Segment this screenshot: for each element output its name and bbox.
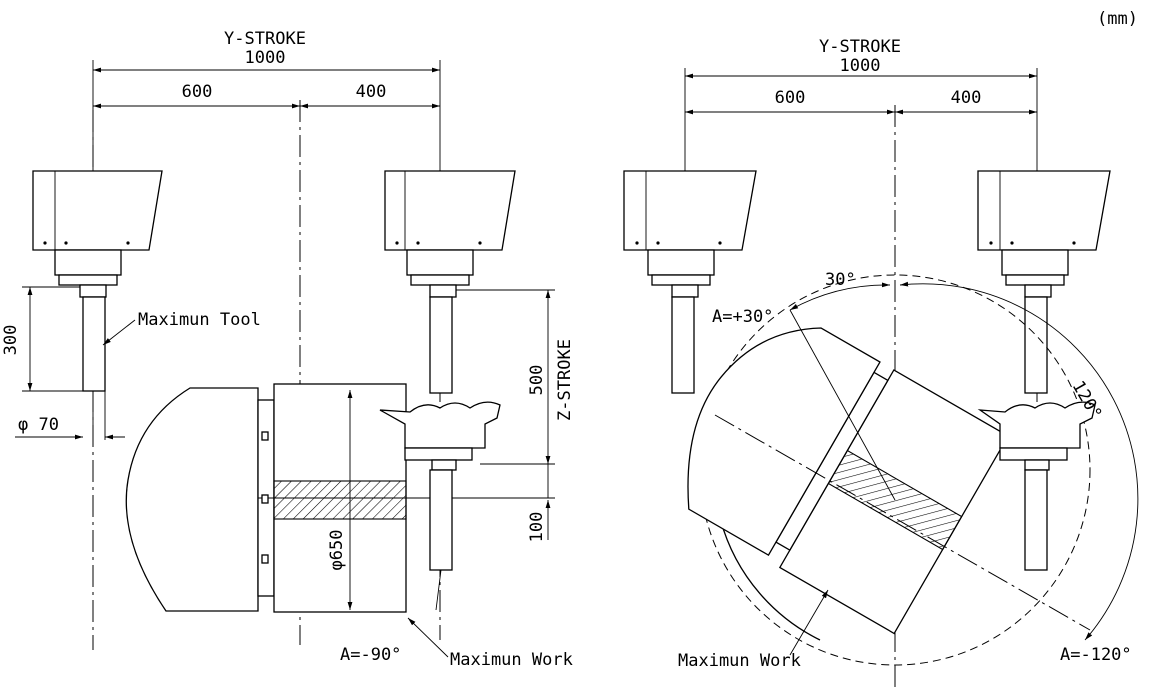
left-work-label: Maximun Work <box>450 650 573 670</box>
right-work-label: Maximun Work <box>678 651 801 671</box>
left-angle-label: A=-90° <box>340 645 401 665</box>
right-arc-30 <box>789 282 891 311</box>
right-arc-120 <box>899 281 1139 641</box>
right-y-stroke-total: 1000 <box>840 56 881 76</box>
right-spindle-head-2 <box>977 170 1111 394</box>
left-y-stroke-total: 1000 <box>245 48 286 68</box>
right-rotated-work <box>687 327 1010 635</box>
tool-label: Maximun Tool <box>138 310 261 330</box>
right-angle-neg-label: A=-120° <box>1060 645 1132 665</box>
work-diameter-label: φ650 <box>327 530 347 571</box>
z-stroke-value: 500 <box>527 365 547 396</box>
left-y-segment-400: 400 <box>356 82 387 102</box>
left-view: Y-STROKE 1000 600 400 <box>1 29 575 670</box>
left-tool-1 <box>82 296 106 392</box>
right-y-segment-400: 400 <box>951 88 982 108</box>
left-tool-2 <box>429 296 453 394</box>
left-spindle-head-2 <box>384 170 516 298</box>
right-y-segment-600: 600 <box>775 88 806 108</box>
left-y-segment-600: 600 <box>182 82 213 102</box>
right-axis-plus30 <box>789 309 896 501</box>
right-y-stroke-title: Y-STROKE <box>819 37 901 57</box>
tool-length-label: 300 <box>1 325 21 356</box>
right-angle-pos-label: A=+30° <box>712 307 773 327</box>
z-stroke-title: Z-STROKE <box>555 339 575 421</box>
left-rotary-table <box>125 383 455 613</box>
unit-label: (mm) <box>1097 9 1138 29</box>
left-spindle-head-1 <box>32 170 163 298</box>
right-work-fixture <box>977 401 1096 571</box>
left-work-fixture <box>379 401 501 611</box>
right-spindle-head-1 <box>623 170 757 394</box>
right-y-stroke-dimension: Y-STROKE 1000 600 400 <box>684 37 1038 180</box>
left-y-stroke-title: Y-STROKE <box>224 29 306 49</box>
right-view: Y-STROKE 1000 600 400 <box>623 37 1139 690</box>
tool-diameter-label: φ 70 <box>18 415 59 435</box>
left-y-stroke-dimension: Y-STROKE 1000 600 400 <box>92 29 441 175</box>
right-angle-30: 30° <box>825 270 856 290</box>
z-offset-label: 100 <box>527 512 547 543</box>
